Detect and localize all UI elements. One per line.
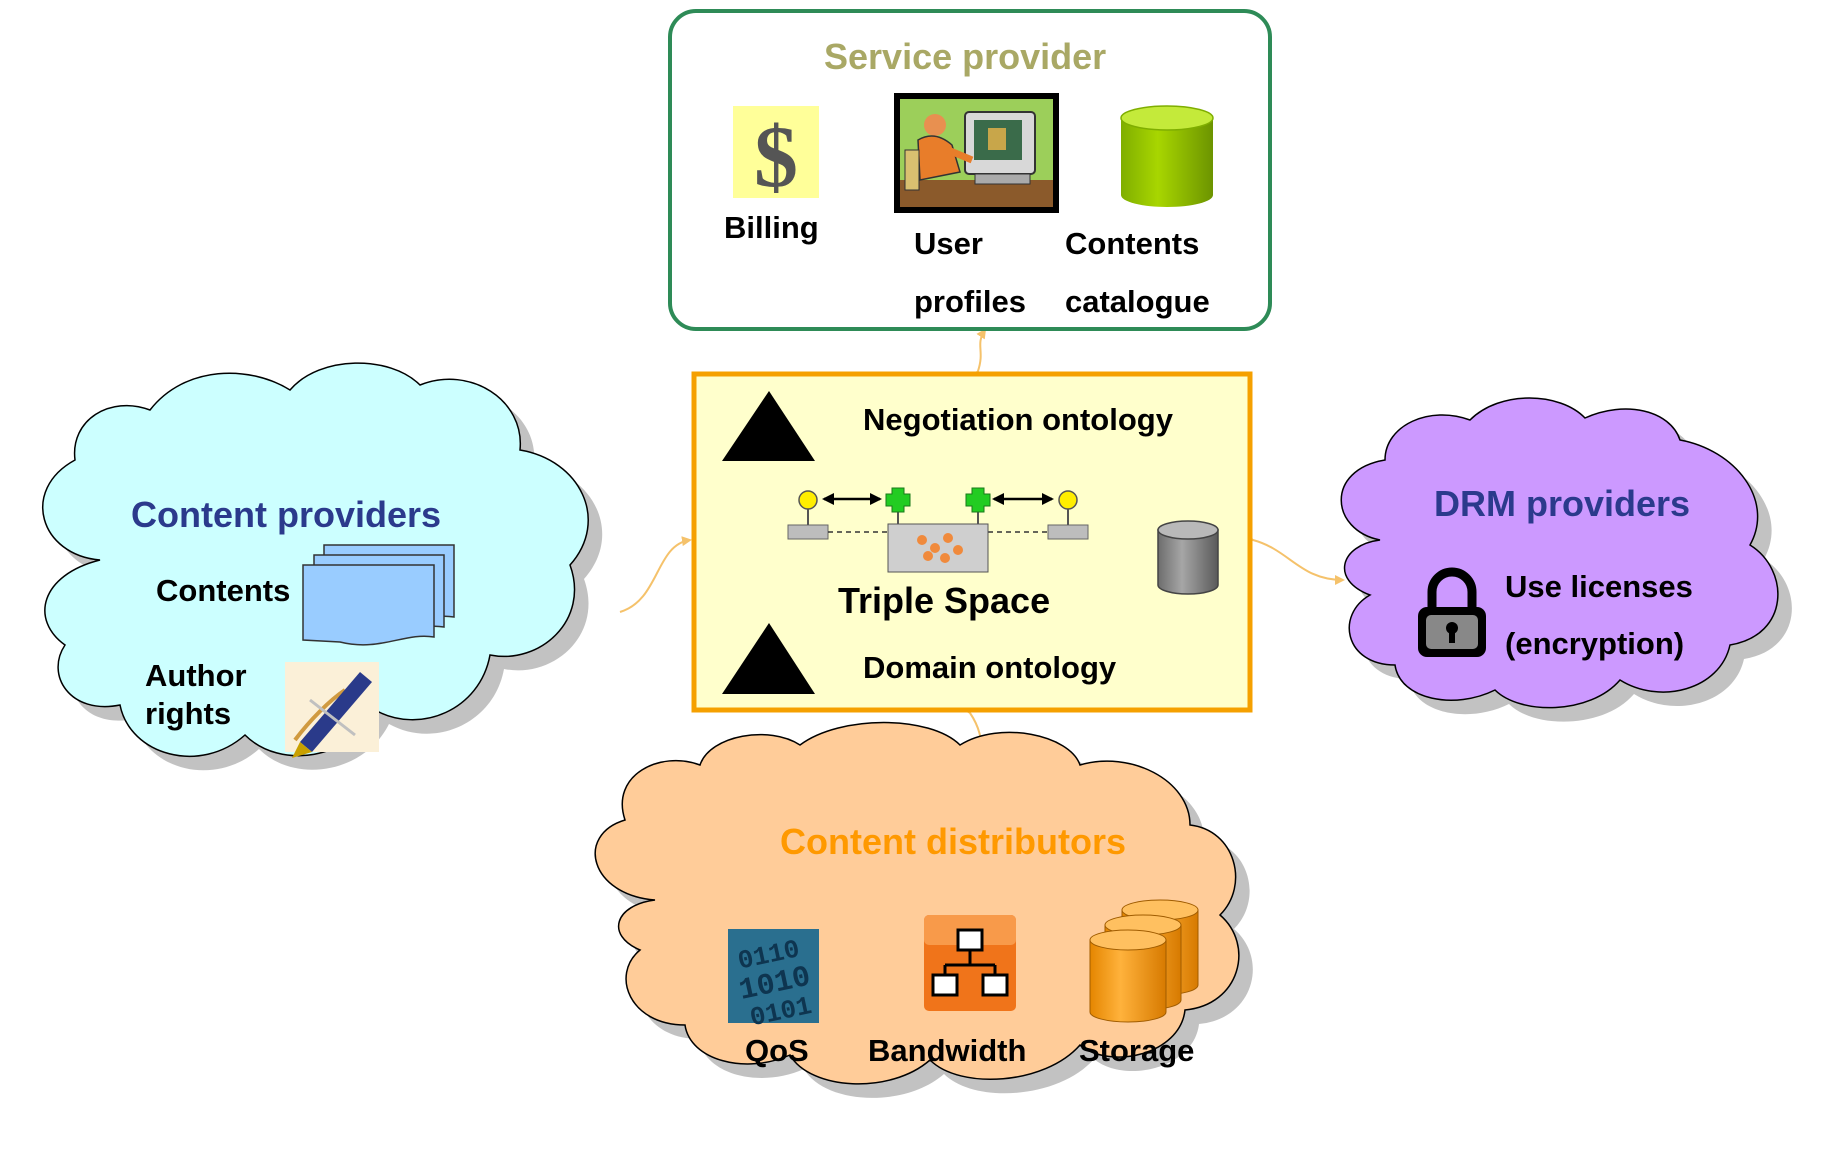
- author-rights-label-1: Author: [145, 658, 247, 693]
- billing-label: Billing: [724, 210, 819, 245]
- person-at-computer-icon: [894, 93, 1059, 213]
- ontology-triangle-icon: [722, 391, 815, 461]
- qos-label: QoS: [745, 1033, 809, 1068]
- triple-space-title: Triple Space: [838, 580, 1051, 621]
- ontology-triangle-icon: [722, 623, 815, 694]
- document-stack-icon: [302, 544, 455, 646]
- contents-label: Contents: [156, 573, 291, 608]
- connector-content-providers-triple: [619, 536, 692, 613]
- grey-database-icon: [1157, 520, 1219, 595]
- contents-catalogue-label-2: catalogue: [1065, 284, 1210, 319]
- use-licenses-label-1: Use licenses: [1505, 569, 1693, 604]
- user-profiles-label-2: profiles: [914, 284, 1026, 319]
- binary-code-icon: 0110 1010 0101: [728, 929, 819, 1033]
- drm-providers-title: DRM providers: [1434, 483, 1691, 524]
- contents-catalogue-label-1: Contents: [1065, 226, 1200, 261]
- domain-ontology-label: Domain ontology: [863, 650, 1117, 685]
- negotiation-ontology-label: Negotiation ontology: [863, 402, 1173, 437]
- network-nodes-icon: [787, 487, 1089, 573]
- use-licenses-label-2: (encryption): [1505, 626, 1685, 661]
- dollar-sign-icon: $: [733, 106, 819, 206]
- pen-signature-icon: [285, 662, 379, 758]
- padlock-icon: [1418, 567, 1486, 657]
- bandwidth-label: Bandwidth: [868, 1033, 1027, 1068]
- svg-text:$: $: [754, 109, 798, 206]
- author-rights-label-2: rights: [145, 696, 232, 731]
- orange-storage-icon: [1089, 899, 1199, 1023]
- content-distributors-title: Content distributors: [780, 821, 1126, 862]
- network-hierarchy-icon: [924, 915, 1016, 1011]
- storage-label: Storage: [1079, 1033, 1195, 1068]
- connector-triple-drm: [1243, 533, 1345, 585]
- service-provider-title: Service provider: [824, 36, 1107, 77]
- connector-service-triple: [970, 328, 987, 381]
- green-database-icon: [1120, 105, 1214, 207]
- content-providers-title: Content providers: [131, 494, 442, 535]
- drm-providers-cloud: [1340, 397, 1792, 722]
- user-profiles-label-1: User: [914, 226, 983, 261]
